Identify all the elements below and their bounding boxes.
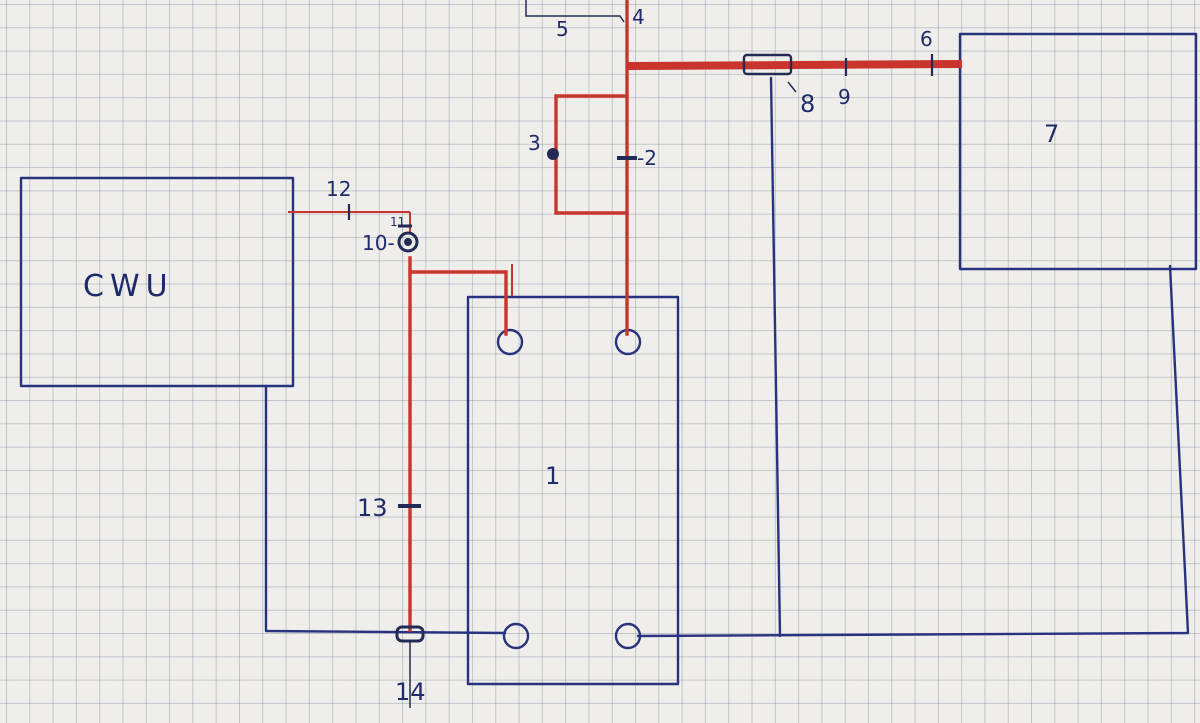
heater-box[interactable] [958,32,1198,271]
label-12: 12 [326,177,351,201]
valve-8-icon[interactable] [742,53,793,76]
heater-label: 7 [1044,120,1059,148]
bypass-loop [554,94,629,215]
label-5: 5 [556,17,569,41]
cwu-label: CWU [83,269,174,304]
label-3: 3 [528,131,541,155]
cwu-box[interactable] [19,176,295,388]
return-line-cwu [264,384,507,635]
pump-3-icon[interactable] [547,148,559,160]
boiler-port-top-left[interactable] [496,328,524,356]
boiler-label: 1 [545,462,560,490]
valve-10-icon[interactable] [397,231,419,253]
boiler-port-bottom-right[interactable] [614,622,642,650]
label-13: 13 [357,494,388,522]
valve-10-center [404,238,412,246]
label-2: -2 [637,146,657,170]
valve-8-leader [787,81,797,93]
return-line-from-valve-8 [769,76,782,638]
label-11: 11 [390,215,405,229]
label-4: 4 [632,5,645,29]
bracket-5 [525,0,625,23]
supply-to-cwu-branch [408,270,508,336]
label-10: 10- [362,231,395,255]
boiler-box[interactable] [466,295,680,686]
return-line-heater [636,264,1190,638]
supply-main-to-heater [626,60,963,70]
boiler-port-bottom-left[interactable] [502,622,530,650]
label-14: 14 [395,678,426,706]
label-6: 6 [920,27,933,51]
label-9: 9 [838,85,851,109]
label-8: 8 [800,90,815,118]
